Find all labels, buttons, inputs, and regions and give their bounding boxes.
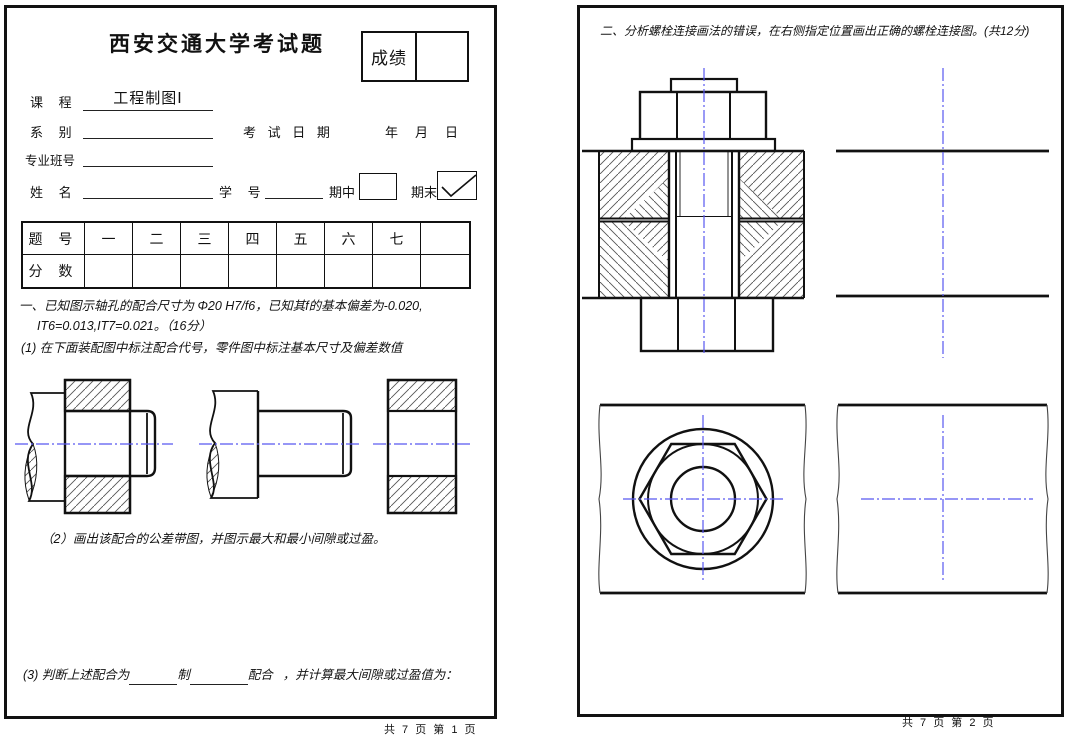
sub3-part4: ，并计算最大间隙或过盈值为：	[282, 668, 458, 682]
page-title: 西安交通大学考试题	[109, 33, 325, 56]
nut	[639, 296, 775, 353]
class-underline	[83, 148, 213, 167]
sub3-part3: 配合	[247, 668, 273, 682]
score-cell	[421, 255, 469, 287]
score-cell	[85, 255, 133, 287]
exam-page-1: 西安交通大学考试题 成绩 课 程 工程制图Ⅰ 系 别 考 试 日 期 年 月 日…	[4, 5, 497, 719]
bolt-connection-section-view	[582, 68, 805, 353]
score-table: 题 号 一 二 三 四 五 六 七 分 数	[21, 221, 471, 289]
score-table-q3: 三	[181, 223, 229, 255]
break-line-right	[1045, 404, 1049, 594]
shaft-drawing	[199, 390, 361, 499]
question1-sub1: (1) 在下面装配图中标注配合代号，零件图中标注基本尺寸及偏差数值	[21, 341, 403, 355]
score-table-q7: 七	[373, 223, 421, 255]
score-cell	[373, 255, 421, 287]
score-box: 成绩	[361, 31, 469, 82]
exam-page-2: 二、分析螺栓连接画法的错误，在右侧指定位置画出正确的螺栓连接图。(共12分)	[577, 5, 1064, 717]
score-table-row2-label: 分 数	[23, 255, 85, 287]
question2-heading: 二、分析螺栓连接画法的错误，在右侧指定位置画出正确的螺栓连接图。(共12分)	[600, 24, 1030, 38]
final-checkbox	[437, 171, 477, 200]
score-table-q5: 五	[277, 223, 325, 255]
class-label: 专业班号	[25, 154, 76, 168]
student-id-underline	[265, 180, 323, 199]
break-line-right	[803, 404, 807, 594]
answer-area-front-view	[836, 68, 1049, 358]
page2-footer: 共 7 页 第 2 页	[902, 717, 996, 729]
break-line-left	[836, 404, 840, 594]
sub3-part2: 制	[177, 668, 190, 682]
question1-line1: 一、已知图示轴孔的配合尺寸为 Φ20 H7/f6，已知其f的基本偏差为-0.02…	[19, 299, 423, 313]
score-table-q8	[421, 223, 469, 255]
final-checkmark-icon	[441, 174, 477, 198]
assembly-drawing	[15, 378, 173, 515]
score-table-q6: 六	[325, 223, 373, 255]
score-table-q2: 二	[133, 223, 181, 255]
question1-line2: IT6=0.013,IT7=0.021。（16分）	[37, 319, 212, 333]
bolt-hex-head	[638, 90, 768, 144]
final-label: 期末	[411, 185, 438, 200]
bolt-connection-top-view	[598, 403, 807, 595]
dept-label: 系 别	[30, 125, 78, 140]
name-underline	[83, 180, 213, 199]
course-label: 课 程	[30, 95, 78, 110]
exam-date-label: 考 试 日 期	[243, 125, 334, 140]
midterm-checkbox	[359, 173, 397, 200]
sub3-blank1	[129, 671, 178, 685]
score-cell	[133, 255, 181, 287]
hole-part-drawing	[373, 378, 471, 515]
score-table-q4: 四	[229, 223, 277, 255]
question1-sub2: （2）画出该配合的公差带图，并图示最大和最小间隙或过盈。	[41, 532, 386, 546]
score-box-label: 成绩	[363, 33, 417, 80]
score-box-value-cell	[417, 33, 467, 80]
break-line-left	[598, 404, 602, 594]
midterm-label: 期中	[329, 185, 356, 200]
date-ymd-label: 年 月 日	[385, 125, 461, 140]
fit-drawings	[15, 378, 471, 515]
score-cell	[229, 255, 277, 287]
answer-area-top-view	[836, 403, 1049, 595]
score-cell	[181, 255, 229, 287]
sub3-part1: (3) 判断上述配合为	[23, 668, 130, 682]
score-table-q1: 一	[85, 223, 133, 255]
score-cell	[325, 255, 373, 287]
dept-underline	[83, 120, 213, 139]
page1-footer: 共 7 页 第 1 页	[384, 724, 478, 736]
score-table-row1-label: 题 号	[23, 223, 85, 255]
score-cell	[277, 255, 325, 287]
student-id-label: 学 号	[219, 185, 267, 200]
course-underline: 工程制图Ⅰ	[83, 88, 213, 111]
question1-sub3: (3) 判断上述配合为 制 配合 ，并计算最大间隙或过盈值为：	[23, 665, 458, 685]
name-label: 姓 名	[30, 185, 78, 200]
sub3-blank2	[189, 671, 248, 685]
